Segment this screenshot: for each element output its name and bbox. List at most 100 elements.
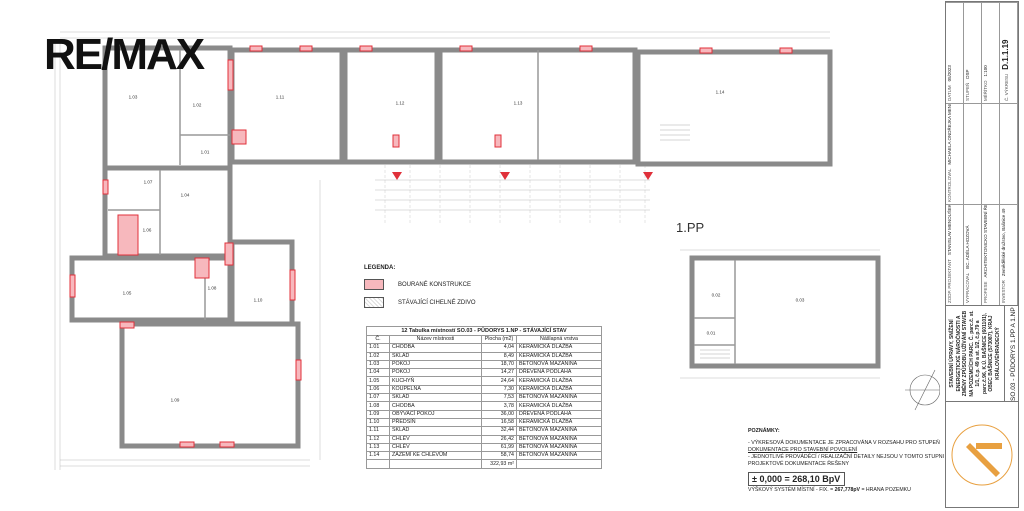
table-cell: BETONOVÁ MAZANINA [516, 359, 602, 370]
table-cell: KOUPELNA [389, 384, 482, 395]
notes: POZNÁMKY: - VÝKRESOVÁ DOKUMENTACE JE ZPR… [748, 428, 970, 468]
table-cell: CHODBA [389, 343, 482, 353]
field-label: PROFESE [983, 281, 988, 303]
table-total: 322,93 m² [481, 459, 517, 469]
elev-note-text: VÝŠKOVÝ SYSTÉM MÍSTNÍ - FIX. = [748, 487, 835, 493]
table-cell: 1.06 [366, 384, 390, 395]
table-header-row: Č. Název místnosti Plocha (m2) Nášlapná … [366, 334, 602, 345]
room-schedule-table: 12 Tabulka místností SO.03 - PŮDORYS 1.N… [366, 326, 602, 469]
table-cell: 8,49 [481, 351, 517, 361]
table-cell: 1.14 [366, 451, 390, 461]
table-cell [516, 459, 602, 469]
room-label: 0.02 [711, 292, 721, 298]
table-cell: SKLAD [389, 393, 482, 403]
table-cell: 1.08 [366, 401, 390, 411]
elev-note-text: = HRANA POZEMKU [860, 487, 911, 493]
table-cell: 1.11 [366, 426, 390, 436]
internal-walls-1pp [694, 260, 736, 364]
table-cell: KERAMICKÁ DLAŽBA [516, 417, 602, 428]
table-cell: BETONOVÁ MAZANINA [516, 393, 602, 403]
field-value: 1:100 [983, 65, 988, 77]
table-cell: 24,64 [481, 376, 517, 386]
header-cell: Plocha (m2) [481, 334, 517, 345]
table-cell: KERAMICKÁ DLAŽBA [516, 384, 602, 395]
table-cell: POKOJ [389, 359, 482, 370]
architect-logo [946, 401, 1018, 507]
field-label: VYPRACOVAL [965, 272, 970, 303]
architect-logo-icon [951, 424, 1013, 486]
legend-title: LEGENDA: [364, 265, 396, 271]
dimension-lines [54, 31, 880, 470]
field-label: STUPEŇ [965, 82, 970, 101]
table-cell: CHLÉV [389, 434, 482, 444]
table-cell: SKLAD [389, 426, 482, 436]
field-label: Č. VÝKRESU [1004, 73, 1009, 101]
drawing-title: SO.03 - PŮDORYS 1.PP A 1.NP - STÁVAJÍCÍ … [1005, 306, 1018, 401]
internal-walls [108, 50, 539, 320]
header-cell: Č. [366, 334, 390, 345]
table-cell: 1.09 [366, 409, 390, 419]
room-label: 1.09 [170, 397, 180, 403]
room-label: 0.01 [706, 330, 716, 336]
field-value: Zemědělské družstvo, Bašnice 49 [1001, 208, 1006, 277]
legend-label: BOURANÉ KONSTRUKCE [398, 281, 472, 288]
field-value: MICHAELA ONDŘEJKA MENOUŠKOVÁ [947, 103, 952, 165]
field-label: ZODP. PROJEKTANT [947, 259, 952, 303]
table-cell [389, 459, 482, 469]
table-caption: 12 Tabulka místností SO.03 - PŮDORYS 1.N… [366, 326, 602, 335]
table-cell: 26,42 [481, 434, 517, 444]
header-cell: Název místnosti [389, 334, 482, 345]
walls-1pp [689, 255, 881, 369]
table-cell: 1.10 [366, 417, 390, 428]
table-cell: 7,53 [481, 393, 517, 403]
field-value: STANISLAV MENOUŠEK [947, 204, 952, 256]
table-cell: 1.13 [366, 442, 390, 453]
table-cell: 58,74 [481, 451, 517, 461]
table-cell: 18,70 [481, 359, 517, 370]
room-label: 1.03 [128, 94, 138, 100]
field-label: KONTROLOVAL [947, 168, 952, 202]
table-total-row: 322,93 m² [366, 459, 602, 469]
section-markers [392, 172, 653, 180]
legend: LEGENDA: BOURANÉ KONSTRUKCE STÁVAJÍCÍ CI… [364, 265, 476, 315]
table-cell: 1.02 [366, 351, 390, 361]
room-label: 1.10 [253, 297, 263, 303]
table-cell: 1.03 [366, 359, 390, 370]
table-cell: CHODBA [389, 401, 482, 411]
room-label: 1.07 [143, 179, 153, 185]
demolition-elements [69, 45, 793, 448]
table-cell: DŘEVENÁ PODLAHA [516, 409, 602, 419]
floor-plan-drawing [54, 31, 940, 470]
room-label: 1.01 [200, 149, 210, 155]
field-label: DATUM [947, 85, 952, 101]
table-cell: 3,78 [481, 401, 517, 411]
header-cell: Nášlapná vrstva [516, 334, 602, 345]
table-cell [366, 459, 390, 469]
room-label: 1.11 [275, 94, 285, 100]
table-cell: 1.07 [366, 393, 390, 403]
legend-item: STÁVAJÍCÍ CIHELNÉ ZDIVO [364, 297, 476, 308]
grid-axes [384, 165, 646, 225]
table-cell: KERAMICKÁ DLAŽBA [516, 401, 602, 411]
title-field [982, 103, 1000, 204]
table-cell: 61,99 [481, 442, 517, 453]
table-cell: 36,00 [481, 409, 517, 419]
table-cell: BETONOVÁ MAZANINA [516, 442, 602, 453]
room-label: 0.03 [795, 297, 805, 303]
title-field: MĚŘÍTKO1:100 [982, 2, 1000, 103]
title-field: PROFESE ARCHITEKTONICKO STAVEBNÍ ŘEŠENÍ [982, 204, 1000, 305]
title-field: KONTROLOVAL MICHAELA ONDŘEJKA MENOUŠKOVÁ [946, 103, 964, 204]
note-text: - VÝKRESOVÁ DOKUMENTACE JE ZPRACOVÁNA V … [748, 440, 940, 446]
table-cell: KERAMICKÁ DLAŽBA [516, 343, 602, 353]
field-value: ARCHITEKTONICKO STAVEBNÍ ŘEŠENÍ [983, 204, 988, 278]
table-cell: POKOJ [389, 368, 482, 378]
title-cell: STAVEBNÍ ÚPRAVY, SNÍŽENÍ ENERGETICKÉ NÁR… [946, 305, 1018, 401]
